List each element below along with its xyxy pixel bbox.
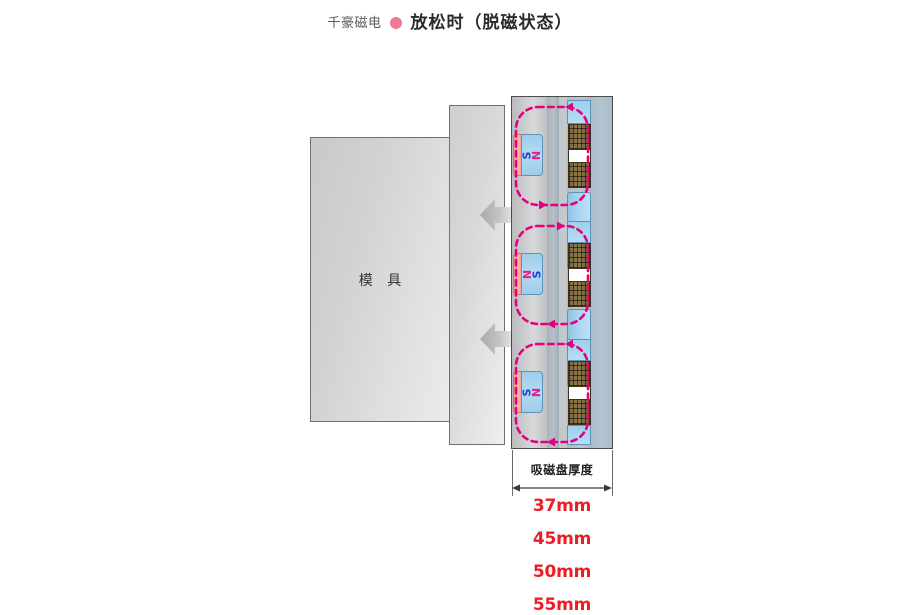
coil-bot-upper: [568, 361, 591, 387]
dimension-extension-left: [512, 450, 513, 496]
magnetic-chuck: S N N S S N N S S N: [511, 96, 613, 449]
coil-gap-top: [568, 150, 591, 162]
coil-gap-bot: [568, 387, 591, 399]
dimension-value-1: 37mm: [532, 496, 592, 516]
bullet-dot-icon: [389, 17, 402, 29]
coil-mid-lower: [568, 281, 591, 307]
magnet-unit-middle-body: N S: [521, 253, 544, 295]
thickness-dimension-group: 吸磁盘厚度 37mm 45mm 50mm 55mm: [505, 450, 635, 615]
push-arrow-upper: [480, 196, 514, 234]
magnet-unit-middle-backing: [513, 253, 521, 295]
magnet-unit-top-body: S N: [520, 134, 543, 176]
brand-name: 千豪磁电: [327, 15, 382, 31]
magnet-unit-top-pole-n: N: [529, 150, 543, 160]
mold-block: 模 具: [310, 137, 450, 422]
coil-top-upper: [568, 124, 591, 150]
magnet-unit-bottom-body: S N: [520, 371, 543, 413]
coil-bot-lower: [568, 399, 591, 425]
dimension-value-2: 45mm: [532, 529, 592, 549]
mold-backing-plate: [449, 105, 505, 445]
chuck-layer-mid-plate: [559, 96, 567, 449]
coil-top-lower: [568, 162, 591, 188]
pole-cap-bot-1: [567, 339, 591, 361]
dimension-extension-right: [612, 450, 613, 496]
pole-cap-top-1: [567, 100, 591, 124]
magnet-unit-top: S N: [513, 134, 543, 176]
page-header: 千豪磁电 放松时（脱磁状态）: [0, 8, 900, 38]
pole-cap-mid-1: [567, 221, 591, 243]
mold-label: 模 具: [358, 272, 407, 289]
push-arrow-lower: [480, 320, 514, 358]
dimension-value-3: 50mm: [532, 562, 592, 582]
dimension-arrow-line: [512, 483, 612, 493]
magnet-unit-bottom: S N: [513, 371, 543, 413]
magnet-unit-bottom-pole-n: N: [529, 387, 543, 397]
page-title: 放松时（脱磁状态）: [410, 12, 573, 33]
dimension-value-4: 55mm: [532, 595, 592, 615]
coil-mid-upper: [568, 243, 591, 269]
magnet-unit-middle: N S: [513, 253, 544, 295]
magnet-unit-middle-pole-s: S: [530, 270, 544, 278]
coil-gap-mid: [568, 269, 591, 281]
chuck-layer-core-plate: [547, 96, 559, 449]
chuck-layer-back-plate: [591, 96, 613, 449]
dimension-caption: 吸磁盘厚度: [530, 463, 594, 477]
pole-cap-bot-2: [567, 425, 591, 445]
